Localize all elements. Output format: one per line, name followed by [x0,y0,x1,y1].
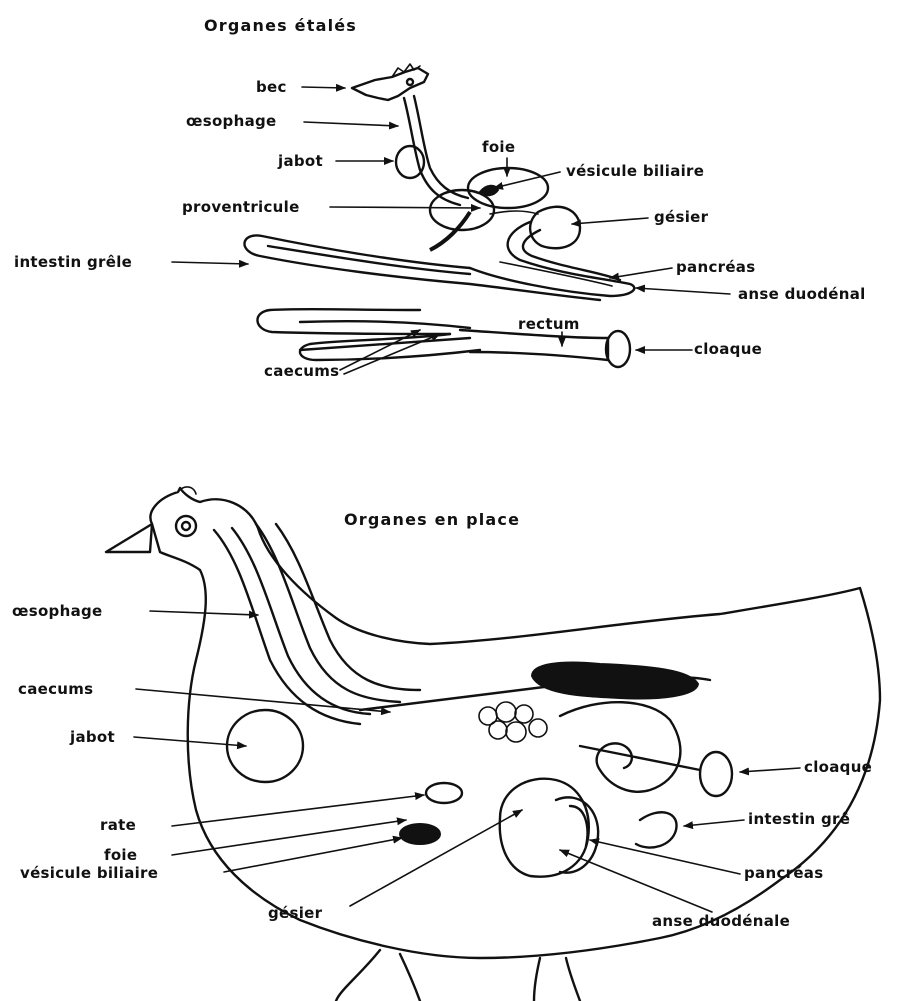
beak-shape [352,68,428,100]
bottom-eye-inner [182,522,190,530]
label-cloaque: cloaque [694,342,762,357]
bottom-leader-lines [134,611,800,912]
label-rectum: rectum [518,317,580,332]
leader-oesophage [304,122,398,126]
bottom-gall-bladder [400,824,440,844]
b-label-jabot: jabot [70,730,115,745]
head-eye [407,79,413,85]
bottom-cloaca [700,752,732,796]
label-bec: bec [256,80,287,95]
esophagus-left [404,98,460,205]
label-pancreas: pancréas [676,260,755,275]
bottom-gizzard [500,779,589,877]
leader-pancreas [610,268,672,278]
rectum-shape [460,330,608,360]
esophagus-right [414,96,468,198]
intestine-coils-2 [636,812,677,847]
gizzard-shape [530,207,580,248]
cloaca-shape [606,331,630,367]
leader-proventricule [330,207,480,208]
label-foie: foie [482,140,515,155]
label-caecums: caecums [264,364,339,379]
b-leader-intestin [684,820,744,826]
b-leader-rate [172,795,424,826]
kidney-shape [532,663,698,699]
neck-band-1 [214,530,360,724]
bottom-duodenal-loop-2 [570,806,587,846]
crop-shape [396,146,424,178]
spleen-shape [426,783,462,803]
b-label-gesier: gésier [268,906,322,921]
top-leader-lines [172,87,730,374]
intestine-coils [560,702,680,792]
neck-band-4 [276,524,420,690]
label-intestin-grele: intestin grêle [14,255,132,270]
b-label-cloaque: cloaque [804,760,872,775]
leader-anse [636,288,730,294]
b-label-oesophage: œsophage [12,604,103,619]
bird-outline [150,488,880,958]
label-gesier: gésier [654,210,708,225]
small-intestine-upper-inner [268,246,470,274]
gizzard-link [490,211,538,214]
bottom-eye-outer [176,516,196,536]
label-jabot: jabot [278,154,323,169]
label-anse-duodenale: anse duodénal [738,287,866,302]
leg-right-2 [534,958,540,1001]
leg-right [400,954,420,1001]
neck-band-2 [232,528,370,714]
caeca-1 [300,321,470,328]
top-title: Organes étalés [204,18,357,34]
label-vesicule: vésicule biliaire [566,164,704,179]
leader-caecums-1 [340,330,420,370]
leg-right-3 [566,958,580,1001]
leader-gesier [572,218,648,224]
b-label-foie: foie [104,848,137,863]
b-label-vesicule: vésicule biliaire [20,866,158,881]
b-leader-anse [560,850,712,912]
b-leader-cloaque [740,768,800,772]
bottom-beak [106,524,152,552]
leader-vesicule [494,172,560,188]
b-label-rate: rate [100,818,136,833]
b-label-caecums: caecums [18,682,93,697]
b-label-pancreas: pancréas [744,866,823,881]
b-leader-jabot [134,737,246,746]
leader-bec [302,87,345,88]
liver-shape [468,168,548,208]
b-label-anse-duodenale: anse duodénale [652,914,790,929]
bottom-title: Organes en place [344,512,520,528]
label-proventricule: proventricule [182,200,300,215]
leg-left [336,950,380,1001]
leader-intestin [172,262,248,264]
label-oesophage: œsophage [186,114,277,129]
b-label-intestin-grele: intestin grê [748,812,850,827]
